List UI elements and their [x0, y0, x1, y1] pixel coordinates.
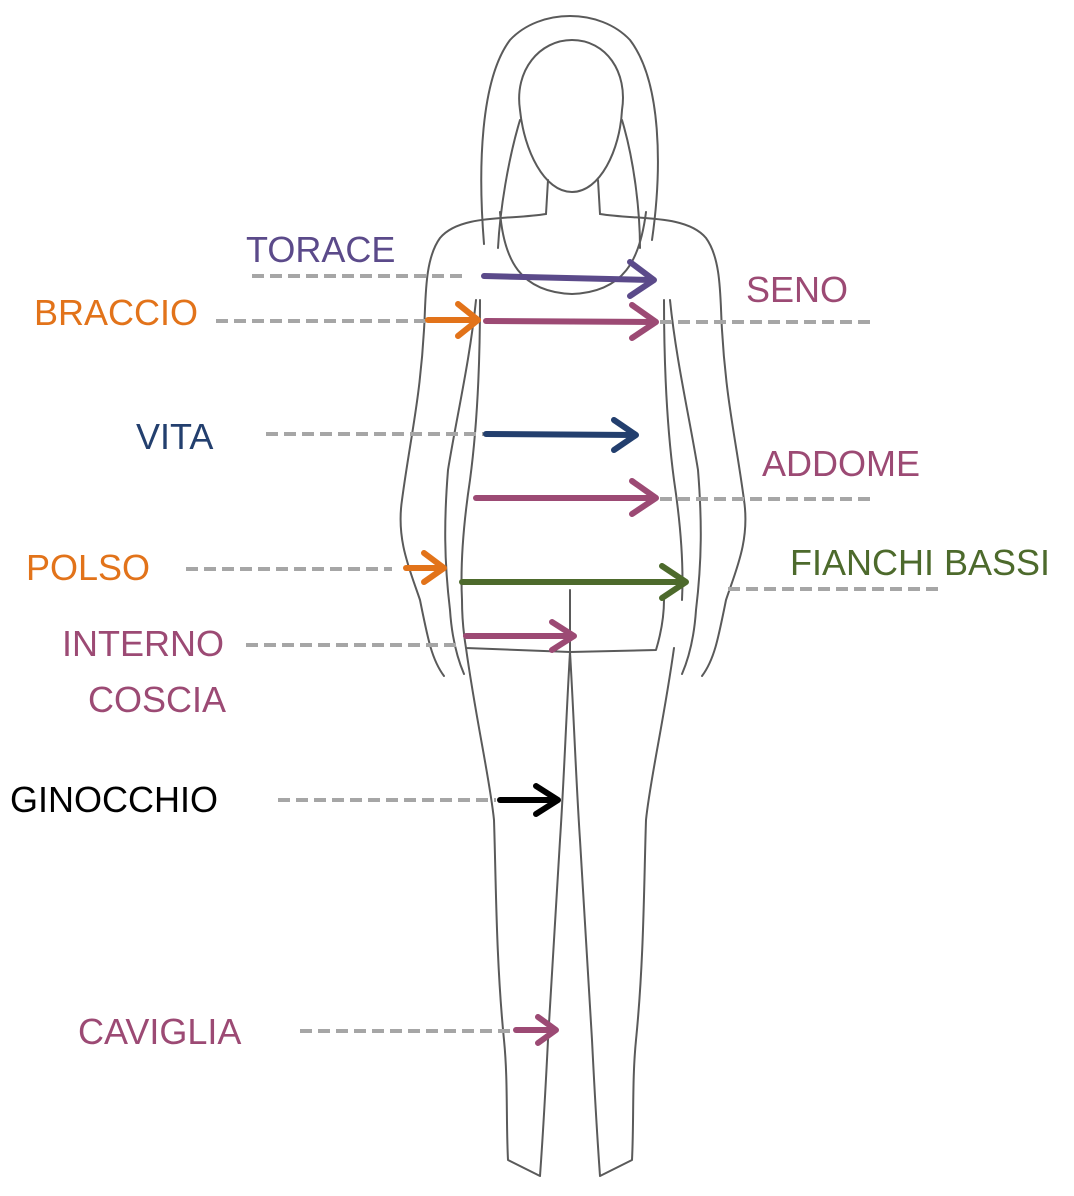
- arrow-ginocchio: [500, 786, 558, 814]
- arrow-braccio: [428, 304, 478, 336]
- label-vita: VITA: [136, 417, 213, 457]
- arrow-seno: [486, 305, 656, 338]
- label-braccio: BRACCIO: [34, 293, 198, 333]
- label-ginocchio: GINOCCHIO: [10, 780, 218, 820]
- arrow-fianchi-bassi: [462, 566, 686, 598]
- label-coscia: COSCIA: [88, 680, 226, 720]
- hair-outline: [481, 16, 658, 244]
- label-fianchi-bassi: FIANCHI BASSI: [790, 543, 1050, 583]
- label-interno: INTERNO: [62, 624, 224, 664]
- hair-inner-right: [622, 120, 640, 248]
- right-leg-outline: [570, 648, 674, 1176]
- label-seno: SENO: [746, 270, 848, 310]
- label-polso: POLSO: [26, 548, 150, 588]
- measurement-arrows: [406, 262, 686, 1043]
- arrow-interno-coscia: [466, 622, 574, 650]
- arrow-vita: [486, 420, 636, 450]
- dashed-leaders: [186, 276, 938, 1031]
- label-caviglia: CAVIGLIA: [78, 1012, 241, 1052]
- woman-figure-outline: [401, 16, 746, 1176]
- label-torace: TORACE: [246, 230, 395, 270]
- top-side-right: [664, 300, 683, 600]
- label-addome: ADDOME: [762, 444, 920, 484]
- face-outline: [519, 40, 623, 192]
- arrow-addome: [476, 481, 656, 514]
- left-arm-inner: [445, 300, 476, 674]
- left-leg-outline: [466, 648, 570, 1176]
